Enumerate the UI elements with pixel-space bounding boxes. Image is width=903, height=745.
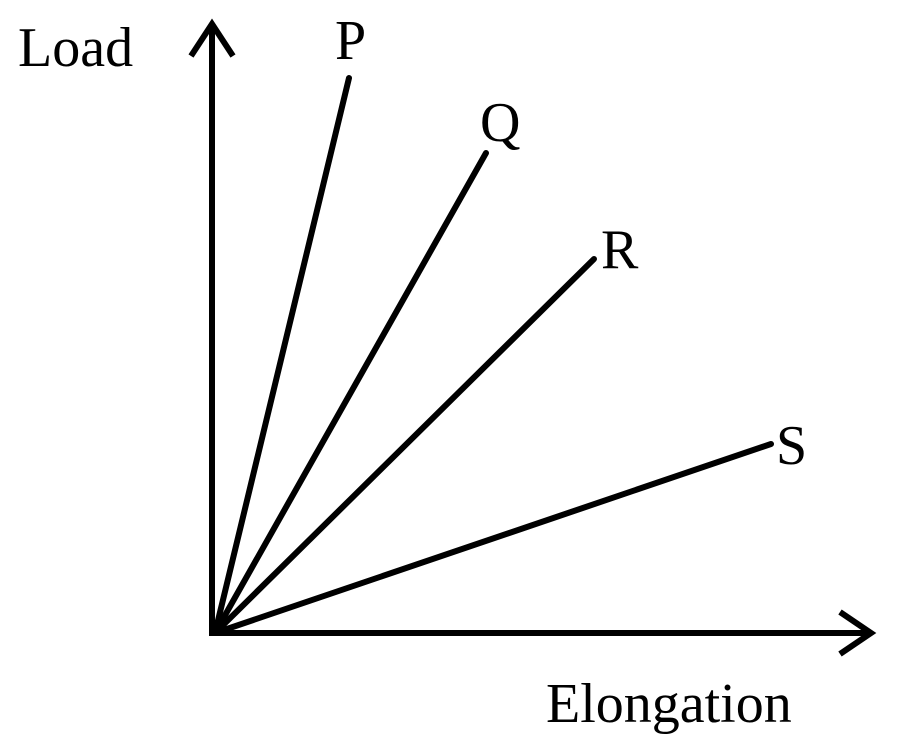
line-q	[212, 150, 489, 636]
line-p-label: P	[335, 10, 366, 72]
line-p	[212, 75, 352, 636]
line-r-label: R	[601, 219, 639, 281]
line-q-label: Q	[480, 92, 520, 154]
y-axis-arrowhead	[188, 18, 236, 58]
x-axis	[209, 609, 877, 657]
y-axis	[188, 18, 236, 636]
line-s-label: S	[776, 415, 807, 477]
x-axis-label: Elongation	[546, 673, 792, 735]
line-r	[212, 256, 597, 636]
line-s	[212, 441, 774, 636]
x-axis-arrowhead	[838, 609, 877, 657]
lines-group	[212, 75, 774, 636]
y-axis-label: Load	[18, 17, 133, 79]
